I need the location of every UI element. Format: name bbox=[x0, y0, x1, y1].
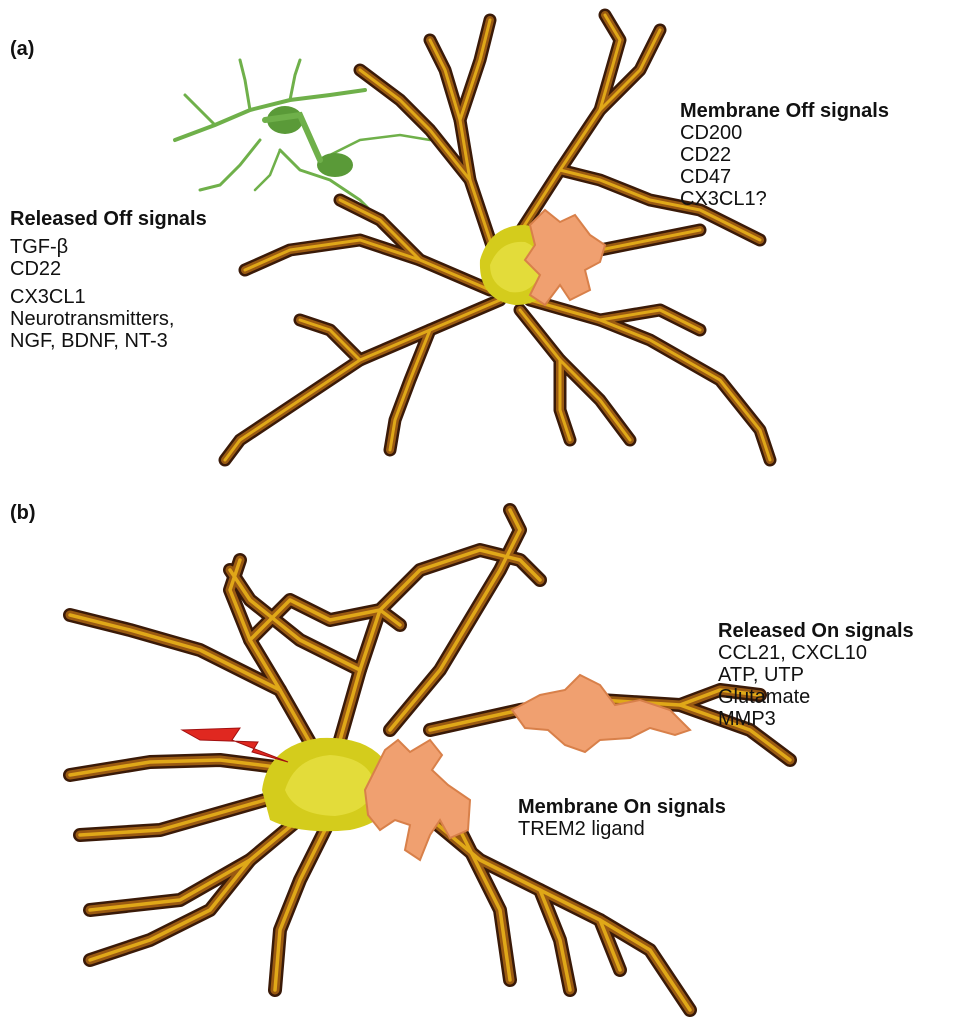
released-off-item: TGF-β bbox=[10, 236, 207, 258]
membrane-off-signals: Membrane Off signals CD200 CD22 CD47 CX3… bbox=[680, 100, 889, 210]
microglia-cell-b-migrating bbox=[512, 675, 690, 752]
released-on-item: CCL21, CXCL10 bbox=[718, 642, 914, 664]
panel-label-a: (a) bbox=[10, 38, 34, 61]
released-on-item: ATP, UTP bbox=[718, 664, 914, 686]
membrane-on-heading: Membrane On signals bbox=[518, 796, 726, 818]
membrane-on-signals: Membrane On signals TREM2 ligand bbox=[518, 796, 726, 840]
membrane-on-item: TREM2 ligand bbox=[518, 818, 726, 840]
released-off-heading: Released Off signals bbox=[10, 208, 207, 230]
microglia-cell-a bbox=[525, 210, 605, 305]
released-off-item: Neurotransmitters, bbox=[10, 308, 207, 330]
released-on-item: MMP3 bbox=[718, 708, 914, 730]
released-on-heading: Released On signals bbox=[718, 620, 914, 642]
released-on-signals: Released On signals CCL21, CXCL10 ATP, U… bbox=[718, 620, 914, 730]
membrane-off-heading: Membrane Off signals bbox=[680, 100, 889, 122]
membrane-off-item: CD47 bbox=[680, 166, 889, 188]
panel-label-b: (b) bbox=[10, 502, 36, 525]
panel-b: (b) Released On signals CCL21, CXCL10 AT… bbox=[0, 490, 959, 1023]
neuron-illustration-b bbox=[0, 490, 959, 1023]
membrane-off-item: CD22 bbox=[680, 144, 889, 166]
membrane-off-item: CD200 bbox=[680, 122, 889, 144]
released-off-item: NGF, BDNF, NT-3 bbox=[10, 330, 207, 352]
panel-a: (a) Released Off signals TGF-β CD22 CX3C… bbox=[0, 0, 959, 480]
released-off-item: CD22 bbox=[10, 258, 207, 280]
released-on-item: Glutamate bbox=[718, 686, 914, 708]
resting-glia-cell bbox=[175, 60, 430, 210]
membrane-off-item: CX3CL1? bbox=[680, 188, 889, 210]
released-off-item: CX3CL1 bbox=[10, 286, 207, 308]
released-off-signals: Released Off signals TGF-β CD22 CX3CL1 N… bbox=[10, 208, 207, 352]
